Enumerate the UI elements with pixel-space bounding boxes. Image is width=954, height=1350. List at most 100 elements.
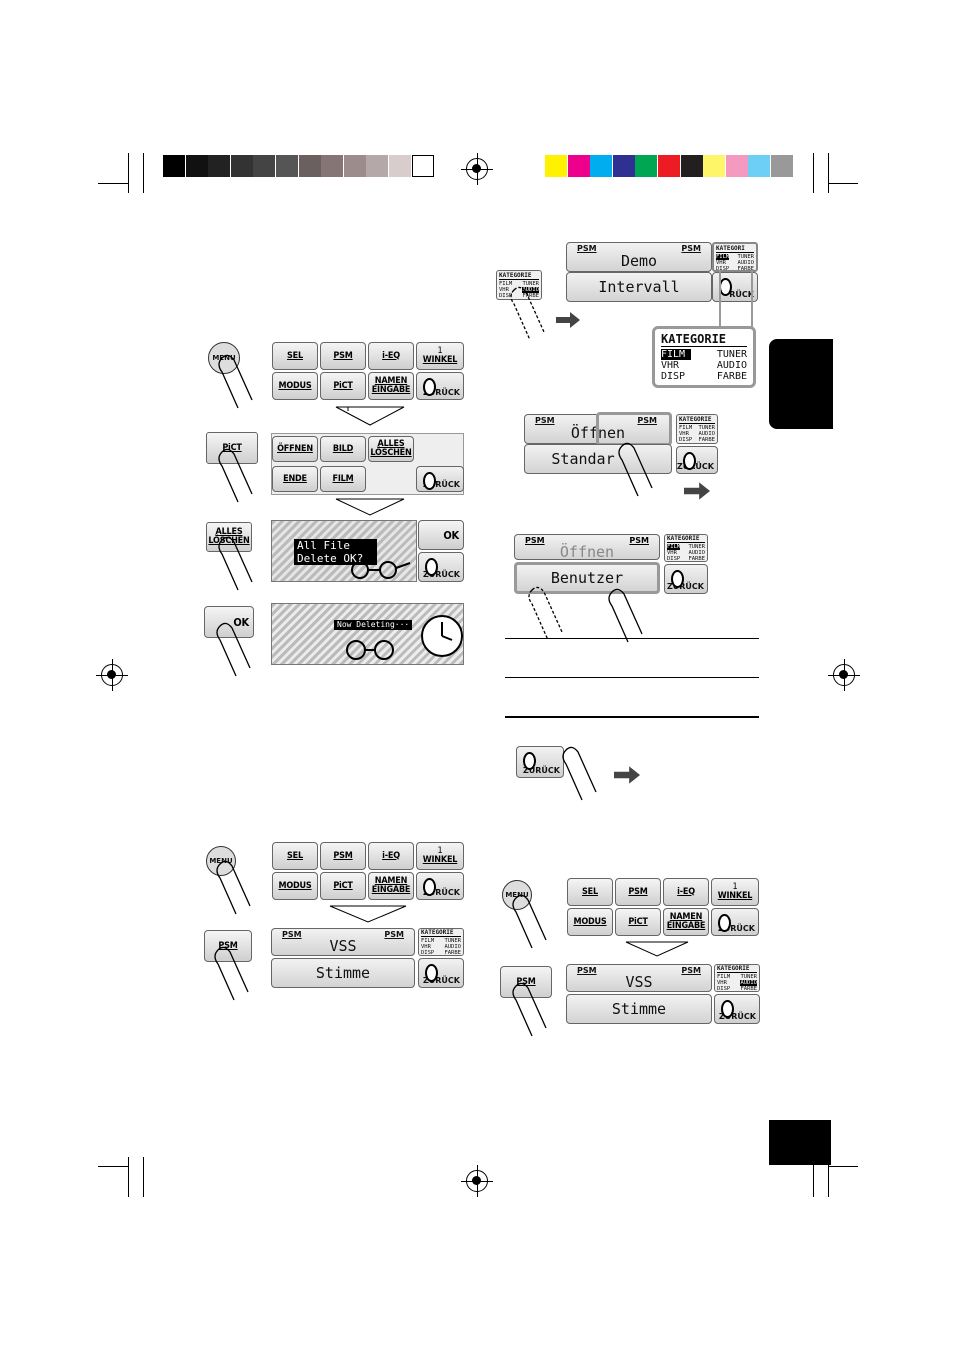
kat-film: FILM (421, 938, 435, 944)
kat-farbe: FARBE (444, 950, 461, 956)
kat-film: FILM (717, 974, 731, 980)
offnen-display-faded[interactable]: PSM PSM Öffnen (514, 534, 660, 561)
winkel-button[interactable]: 1 WINKEL (416, 342, 464, 370)
crop-mark (813, 153, 814, 193)
ende-button[interactable]: ENDE (272, 466, 318, 492)
right-arrow-icon (556, 312, 580, 328)
benutzer-selector[interactable]: Benutzer (514, 562, 660, 594)
zuruck-button[interactable]: ZURÜCK (676, 446, 718, 474)
psm-left-label: PSM (535, 416, 555, 425)
modus-button[interactable]: MODUS (272, 872, 318, 900)
vss-label: VSS (625, 973, 653, 991)
namen-eingabe-button[interactable]: NAMEN EINGABE (368, 372, 414, 400)
kat-audio: AUDIO (522, 287, 539, 293)
vss-display[interactable]: PSM PSM VSS (271, 928, 415, 956)
stimme-selector[interactable]: Stimme (566, 994, 712, 1024)
pict-button[interactable]: PiCT (615, 908, 661, 936)
kat-audio: AUDIO (444, 944, 461, 950)
winkel-label: WINKEL (422, 355, 458, 365)
kat-disp: DISP (679, 437, 693, 443)
kat-big-disp[interactable]: DISP (661, 371, 686, 382)
menu-button[interactable]: MENU (502, 880, 532, 910)
sel-button[interactable]: SEL (272, 842, 318, 870)
psm-right-label: PSM (681, 244, 701, 253)
gray-swatch (253, 155, 276, 177)
down-arrow-icon (335, 406, 405, 426)
psm-left-label: PSM (577, 966, 597, 975)
psm-press-button[interactable]: PSM (204, 930, 252, 962)
color-swatch (703, 155, 726, 177)
psm-press-button[interactable]: PSM (500, 966, 552, 998)
finger-icon (608, 588, 643, 643)
zuruck-button[interactable]: ZURÜCK (416, 372, 464, 400)
menu-button[interactable]: MENU (206, 846, 236, 876)
right-arrow-icon (614, 766, 640, 784)
zuruck-button[interactable]: ZURÜCK (664, 564, 708, 594)
psm-button[interactable]: PSM (615, 878, 661, 906)
namen-eingabe-button[interactable]: NAMEN EINGABE (368, 872, 414, 900)
ieq-button[interactable]: i-EQ (368, 842, 414, 870)
pict-press-button[interactable]: PiCT (206, 432, 258, 464)
ieq-button[interactable]: i-EQ (663, 878, 709, 906)
kat-big-tuner[interactable]: TUNER (716, 349, 747, 360)
winkel-button[interactable]: 1 WINKEL (416, 842, 464, 870)
stimme-selector[interactable]: Stimme (271, 958, 415, 988)
crop-mark (813, 1157, 814, 1197)
namen-eingabe-button[interactable]: NAMEN EINGABE (663, 908, 709, 936)
modus-button[interactable]: MODUS (567, 908, 613, 936)
kat-big-farbe[interactable]: FARBE (716, 371, 747, 382)
gray-swatch (298, 155, 321, 177)
kat-vhr: VHR (499, 287, 509, 293)
color-swatch (545, 155, 567, 177)
menu-button[interactable]: MENU (208, 342, 240, 374)
alles-loschen-button[interactable]: ALLES LÖSCHEN (368, 436, 414, 462)
ok-press-button[interactable]: OK (204, 606, 254, 638)
color-swatch (771, 155, 793, 177)
kat-big-audio[interactable]: AUDIO (716, 360, 747, 371)
zuruck-button[interactable]: ZURÜCK (418, 958, 464, 988)
vss-display[interactable]: PSM PSM VSS (566, 964, 712, 992)
deleting-screen: Now Deleting··· (271, 603, 464, 665)
ok-button[interactable]: OK (418, 520, 464, 550)
winkel-number: 1 (732, 882, 738, 892)
zuruck-button[interactable]: ZURÜCK (416, 872, 464, 900)
kat-big-film[interactable]: FILM (661, 349, 692, 360)
gray-swatch (230, 155, 253, 177)
zuruck-button[interactable]: ZURÜCK (418, 552, 464, 582)
stimme-label: Stimme (315, 964, 371, 982)
offnen-button[interactable]: ÖFFNEN (272, 436, 318, 462)
down-arrow-icon (335, 498, 405, 516)
kat-farbe: FARBE (737, 266, 754, 272)
zuruck-press-button[interactable]: ZURÜCK (516, 746, 564, 778)
sel-button[interactable]: SEL (272, 342, 318, 370)
zuruck-button[interactable]: ZURÜCK (416, 466, 464, 492)
demo-display[interactable]: PSM PSM Demo (566, 242, 712, 272)
ieq-button[interactable]: i-EQ (368, 342, 414, 370)
kategorie-big-title: KATEGORIE (661, 332, 747, 347)
zuruck-button[interactable]: ZURÜCK (711, 908, 759, 936)
psm-button[interactable]: PSM (320, 342, 366, 370)
pict-button[interactable]: PiCT (320, 372, 366, 400)
pict-button[interactable]: PiCT (320, 872, 366, 900)
confirm-line-1: All File (297, 539, 350, 552)
alles-loschen-press-button[interactable]: ALLES LÖSCHEN (206, 522, 252, 552)
sel-button[interactable]: SEL (567, 878, 613, 906)
film-button[interactable]: FILM (320, 466, 366, 492)
standard-selector[interactable]: Standar (524, 444, 672, 474)
kat-big-vhr[interactable]: VHR (661, 360, 680, 371)
modus-button[interactable]: MODUS (272, 372, 318, 400)
winkel-button[interactable]: 1 WINKEL (711, 878, 759, 906)
zuruck-button[interactable]: ZURÜCK (714, 994, 760, 1024)
kat-audio: AUDIO (740, 980, 757, 986)
kategorie-popup: KATEGORIE FILM TUNER VHR AUDIO DISP FARBE (652, 326, 756, 388)
psm-button[interactable]: PSM (320, 842, 366, 870)
bild-button[interactable]: BILD (320, 436, 366, 462)
intervall-selector[interactable]: Intervall (566, 272, 712, 302)
language-tab (769, 339, 833, 429)
